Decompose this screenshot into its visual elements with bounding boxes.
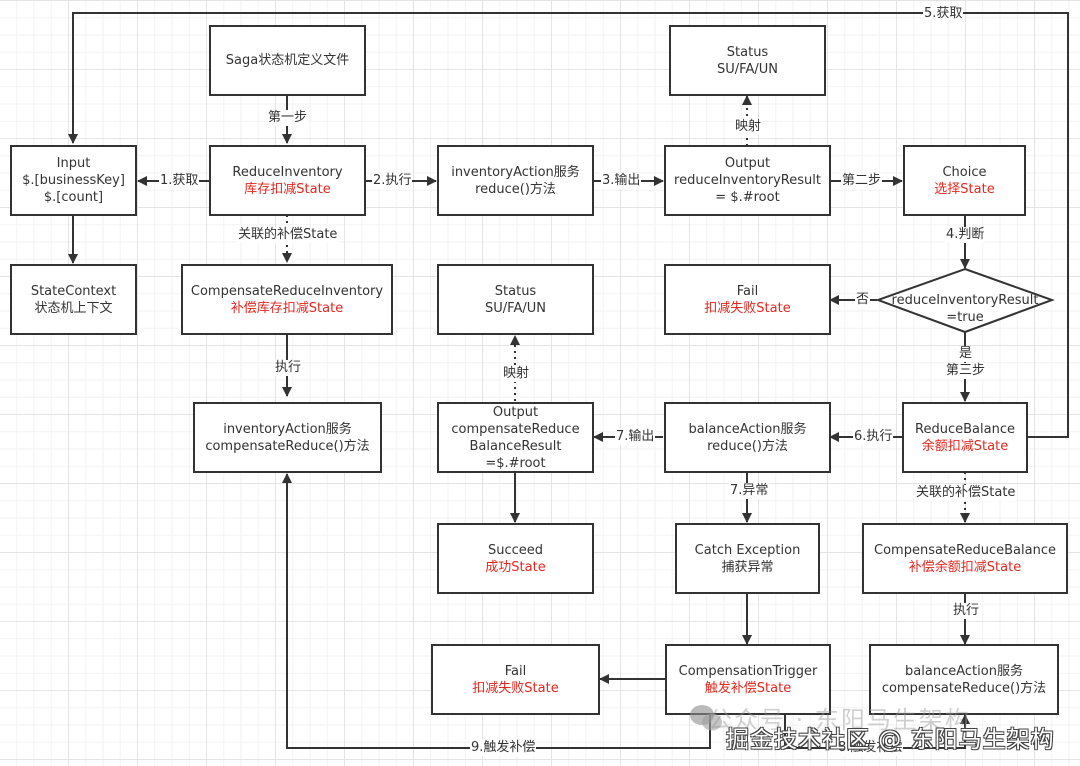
- node-status-top-values: SU/FA/UN: [717, 61, 778, 77]
- node-fail-bottom[interactable]: Fail 扣减失败State: [431, 644, 600, 715]
- node-status-top[interactable]: Status SU/FA/UN: [669, 25, 826, 96]
- node-compensation-trigger-desc: 触发补偿State: [704, 680, 792, 696]
- node-output-inventory-expr: = $.#root: [715, 190, 780, 205]
- label-output7: 7.输出: [615, 429, 656, 445]
- node-balance-reduce-method-service: balanceAction服务: [688, 421, 807, 437]
- node-compensation-trigger[interactable]: CompensationTrigger 触发补偿State: [665, 644, 831, 715]
- node-compensate-reduce-balance-title: CompensateReduceBalance: [874, 542, 1056, 558]
- node-reduce-balance-title: ReduceBalance: [915, 421, 1015, 437]
- node-output-balance-title: Output: [492, 404, 539, 420]
- label-output3: 3.输出: [601, 173, 642, 189]
- label-judge4: 4.判断: [945, 227, 986, 243]
- node-status-mid-title: Status: [494, 283, 537, 299]
- node-balance-compensate-method[interactable]: balanceAction服务 compensateReduce()方法: [869, 644, 1059, 715]
- node-reduce-inventory-desc: 库存扣减State: [244, 181, 331, 197]
- node-catch-exception[interactable]: Catch Exception 捕获异常: [675, 523, 820, 594]
- node-reduce-inventory-title: ReduceInventory: [232, 164, 343, 180]
- node-succeed-desc: 成功State: [485, 559, 546, 575]
- edge-fetch5: [68, 12, 1069, 438]
- node-compensate-reduce-inventory[interactable]: CompensateReduceInventory 补偿库存扣减State: [181, 264, 393, 335]
- node-choice-desc: 选择State: [934, 181, 995, 197]
- node-compensate-reduce-inventory-desc: 补偿库存扣减State: [230, 300, 344, 316]
- node-compensation-trigger-title: CompensationTrigger: [678, 663, 818, 679]
- node-balance-reduce-method[interactable]: balanceAction服务 reduce()方法: [664, 402, 831, 473]
- label-related-comp-bal: 关联的补偿State: [915, 485, 1017, 501]
- label-map-top: 映射: [734, 119, 763, 135]
- node-reduce-balance-desc: 余额扣减State: [921, 438, 1009, 454]
- node-compensate-reduce-balance-desc: 补偿余额扣减State: [908, 559, 1022, 575]
- decision-condition: reduceInventoryResult: [891, 293, 1039, 308]
- node-output-inventory[interactable]: Output reduceInventoryResult = $.#root: [664, 145, 831, 216]
- node-catch-exception-title: Catch Exception: [694, 542, 801, 558]
- node-state-context-title: StateContext: [30, 283, 117, 299]
- node-inventory-compensate-method[interactable]: inventoryAction服务 compensateReduce()方法: [193, 402, 382, 473]
- label-fetch5: 5.获取: [923, 6, 964, 22]
- node-inventory-reduce-method-name: reduce()方法: [475, 181, 556, 197]
- label-trigger8: 8.触发补偿: [837, 740, 904, 756]
- node-fail-top[interactable]: Fail 扣减失败State: [664, 264, 831, 335]
- node-state-context-desc: 状态机上下文: [34, 300, 113, 316]
- node-inventory-compensate-method-service: inventoryAction服务: [223, 421, 352, 437]
- node-input-business-key: $.[businessKey]: [22, 173, 125, 188]
- label-no: 否: [855, 292, 871, 308]
- label-exec6: 6.执行: [853, 429, 894, 445]
- node-balance-compensate-method-service: balanceAction服务: [905, 663, 1023, 679]
- node-choice[interactable]: Choice 选择State: [903, 145, 1026, 216]
- node-catch-exception-desc: 捕获异常: [721, 559, 774, 575]
- label-exec-bal: 执行: [952, 603, 981, 619]
- node-fail-top-desc: 扣减失败State: [704, 300, 791, 316]
- node-output-balance-expr: =$.#root: [485, 455, 546, 471]
- node-succeed[interactable]: Succeed 成功State: [437, 523, 594, 594]
- node-status-top-title: Status: [726, 44, 769, 60]
- node-fail-bottom-desc: 扣减失败State: [472, 680, 559, 696]
- node-saga-file-label: Saga状态机定义文件: [225, 53, 350, 68]
- node-output-balance-var2: BalanceResult: [469, 438, 562, 454]
- node-saga-file[interactable]: Saga状态机定义文件: [209, 25, 366, 96]
- node-output-inventory-var: reduceInventoryResult: [674, 173, 821, 188]
- node-compensate-reduce-inventory-title: CompensateReduceInventory: [190, 283, 384, 299]
- node-output-inventory-title: Output: [724, 156, 771, 171]
- node-input-title: Input: [56, 156, 91, 171]
- node-status-mid[interactable]: Status SU/FA/UN: [437, 264, 594, 335]
- node-reduce-balance[interactable]: ReduceBalance 余额扣减State: [902, 402, 1028, 473]
- node-reduce-inventory[interactable]: ReduceInventory 库存扣减State: [209, 145, 366, 216]
- wechat-icon: [690, 705, 722, 731]
- node-fail-bottom-title: Fail: [504, 663, 527, 679]
- label-yes: 是: [958, 346, 974, 362]
- node-input-count: $.[count]: [43, 190, 104, 205]
- node-balance-compensate-method-name: compensateReduce()方法: [881, 680, 1047, 696]
- label-exception7: 7.异常: [729, 483, 770, 499]
- node-fail-top-title: Fail: [736, 283, 759, 299]
- node-inventory-reduce-method[interactable]: inventoryAction服务 reduce()方法: [437, 145, 594, 216]
- node-state-context[interactable]: StateContext 状态机上下文: [10, 264, 137, 335]
- node-inventory-compensate-method-name: compensateReduce()方法: [205, 438, 370, 454]
- decision-value: =true: [946, 310, 984, 325]
- label-exec-inv: 执行: [274, 360, 303, 376]
- node-output-balance[interactable]: Output compensateReduce BalanceResult =$…: [437, 402, 594, 473]
- node-output-balance-var1: compensateReduce: [451, 421, 580, 437]
- label-trigger9: 9.触发补偿: [470, 740, 537, 756]
- label-related-comp-inv: 关联的补偿State: [237, 227, 339, 243]
- label-step3: 第三步: [945, 363, 987, 379]
- label-fetch1: 1.获取: [159, 173, 200, 189]
- node-balance-reduce-method-name: reduce()方法: [707, 438, 788, 454]
- node-compensate-reduce-balance[interactable]: CompensateReduceBalance 补偿余额扣减State: [862, 523, 1068, 594]
- node-input[interactable]: Input $.[businessKey] $.[count]: [10, 145, 137, 216]
- label-map-mid: 映射: [502, 366, 531, 382]
- node-choice-title: Choice: [942, 164, 987, 180]
- label-exec2: 2.执行: [372, 173, 413, 189]
- node-status-mid-values: SU/FA/UN: [485, 300, 546, 316]
- node-inventory-reduce-method-service: inventoryAction服务: [451, 164, 580, 180]
- node-succeed-title: Succeed: [487, 542, 544, 558]
- decision-diamond: [875, 267, 1055, 334]
- label-step2: 第二步: [841, 173, 883, 189]
- label-step1: 第一步: [267, 110, 309, 126]
- decision-label: reduceInventoryResult =true: [885, 292, 1045, 326]
